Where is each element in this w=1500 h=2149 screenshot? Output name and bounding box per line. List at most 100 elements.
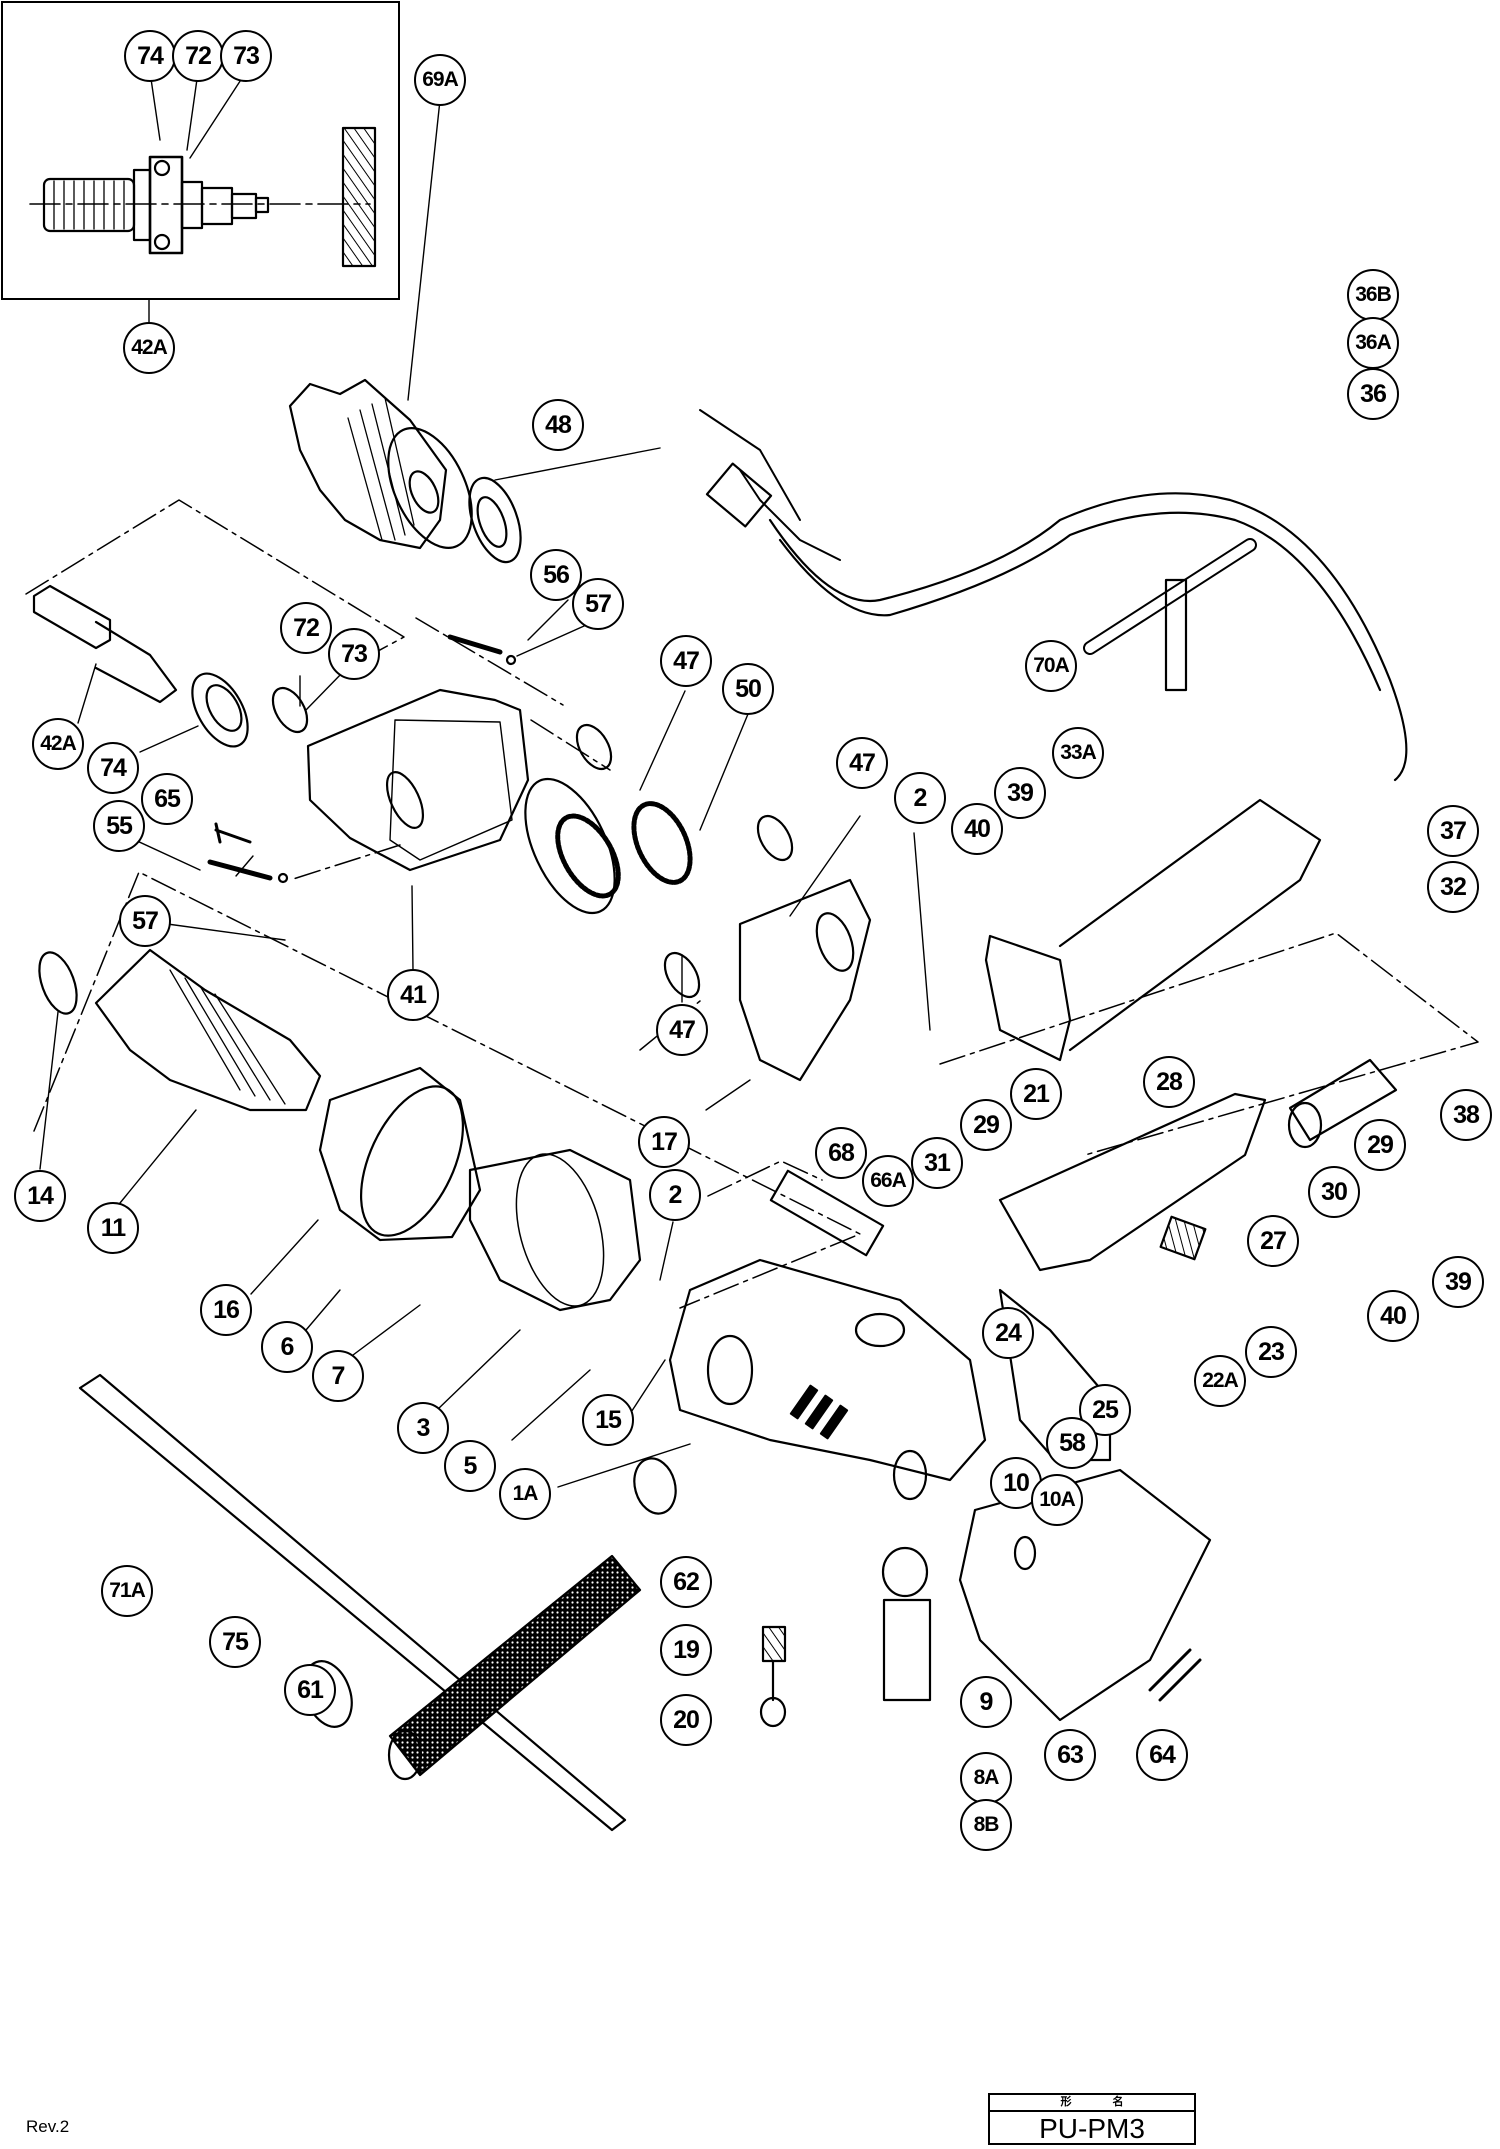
callout-15: 15 <box>582 1394 634 1446</box>
handle-cover-part <box>998 1288 1112 1462</box>
callout-33A: 33A <box>1052 727 1104 779</box>
callout-1A: 1A <box>499 1468 551 1520</box>
housing-part <box>668 1169 987 1501</box>
sleeve-part <box>387 1554 642 1781</box>
grip-38-part <box>1287 1058 1398 1149</box>
callout-48: 48 <box>532 399 584 451</box>
bushing-part <box>633 1457 677 1515</box>
gears-group <box>524 723 794 999</box>
callout-14: 14 <box>14 1170 66 1222</box>
assembly-guide-lines <box>25 499 1479 1309</box>
drill-chuck-part <box>288 378 473 550</box>
callout-2b: 2 <box>649 1169 701 1221</box>
carbon-brush-part <box>759 1625 787 1728</box>
seal-ring-part <box>468 476 522 564</box>
callout-38: 38 <box>1440 1089 1492 1141</box>
gear-case-part <box>306 688 530 872</box>
callout-39a: 39 <box>994 767 1046 819</box>
callout-22A: 22A <box>1194 1355 1246 1407</box>
callout-2a: 2 <box>894 772 946 824</box>
callout-32: 32 <box>1427 861 1479 913</box>
callout-42A-inset: 42A <box>123 322 175 374</box>
callout-50: 50 <box>722 663 774 715</box>
callout-39b: 39 <box>1432 1256 1484 1308</box>
callout-29a: 29 <box>960 1099 1012 1151</box>
callout-73: 73 <box>328 628 380 680</box>
header-char-name: 名 <box>1112 2095 1124 2108</box>
title-block-header: 形 名 <box>990 2095 1194 2112</box>
callout-19: 19 <box>660 1624 712 1676</box>
spindle-part <box>32 584 309 748</box>
callout-66A: 66A <box>862 1155 914 1207</box>
fan-guide-part <box>318 1066 482 1242</box>
callout-74: 74 <box>87 742 139 794</box>
callout-74-inset: 74 <box>124 30 176 82</box>
callout-62: 62 <box>660 1556 712 1608</box>
rod-part <box>78 1373 627 1832</box>
callout-37: 37 <box>1427 805 1479 857</box>
inner-cover-part <box>738 878 872 1082</box>
callout-7: 7 <box>312 1350 364 1402</box>
callout-72-inset: 72 <box>172 30 224 82</box>
callout-40a: 40 <box>951 803 1003 855</box>
screws-group <box>207 634 517 884</box>
callout-9: 9 <box>960 1676 1012 1728</box>
side-handle-part <box>984 798 1322 1062</box>
callout-8A: 8A <box>960 1752 1012 1804</box>
callout-69A: 69A <box>414 54 466 106</box>
callout-72: 72 <box>280 602 332 654</box>
callout-17: 17 <box>638 1116 690 1168</box>
callout-21: 21 <box>1010 1068 1062 1120</box>
callout-40b: 40 <box>1367 1290 1419 1342</box>
callout-65: 65 <box>141 773 193 825</box>
callout-3: 3 <box>397 1402 449 1454</box>
callout-42A: 42A <box>32 718 84 770</box>
callout-25: 25 <box>1079 1384 1131 1436</box>
header-char-form: 形 <box>1060 2095 1072 2108</box>
chuck-key-part <box>1083 538 1257 692</box>
callout-6: 6 <box>261 1321 313 1373</box>
switch-part <box>1159 1215 1207 1261</box>
callout-16: 16 <box>200 1284 252 1336</box>
title-block: 形 名 PU-PM3 <box>988 2093 1196 2145</box>
callout-27: 27 <box>1247 1215 1299 1267</box>
callout-5: 5 <box>444 1440 496 1492</box>
callout-55: 55 <box>93 800 145 852</box>
inset-spindle-detail <box>29 126 377 268</box>
callout-47a: 47 <box>660 635 712 687</box>
callout-31: 31 <box>911 1137 963 1189</box>
armature-part <box>38 948 322 1112</box>
callout-20: 20 <box>660 1694 712 1746</box>
callout-75: 75 <box>209 1616 261 1668</box>
callout-47c: 47 <box>656 1004 708 1056</box>
callout-11: 11 <box>87 1202 139 1254</box>
callout-30: 30 <box>1308 1166 1360 1218</box>
inset-detail-frame <box>1 1 400 300</box>
callout-61: 61 <box>284 1664 336 1716</box>
model-number: PU-PM3 <box>1039 2113 1145 2144</box>
callout-57: 57 <box>572 578 624 630</box>
callout-71A: 71A <box>101 1565 153 1617</box>
callout-63: 63 <box>1044 1729 1096 1781</box>
callout-24: 24 <box>982 1307 1034 1359</box>
stator-field-part <box>468 1148 642 1312</box>
callout-70A: 70A <box>1025 640 1077 692</box>
callout-41: 41 <box>387 969 439 1021</box>
leader-lines <box>39 71 931 1488</box>
callout-57b: 57 <box>119 895 171 947</box>
power-cord-part <box>699 409 1408 782</box>
handle-bracket-part <box>998 1092 1267 1272</box>
callout-29b: 29 <box>1354 1119 1406 1171</box>
callout-8B: 8B <box>960 1799 1012 1851</box>
callout-36A: 36A <box>1347 317 1399 369</box>
callout-10A: 10A <box>1031 1474 1083 1526</box>
callout-36: 36 <box>1347 368 1399 420</box>
callout-10: 10 <box>990 1457 1042 1509</box>
callout-23: 23 <box>1245 1326 1297 1378</box>
callout-64: 64 <box>1136 1729 1188 1781</box>
callout-68: 68 <box>815 1127 867 1179</box>
callout-47b: 47 <box>836 737 888 789</box>
callout-73-inset: 73 <box>220 30 272 82</box>
screw-64-part <box>1148 1648 1202 1702</box>
